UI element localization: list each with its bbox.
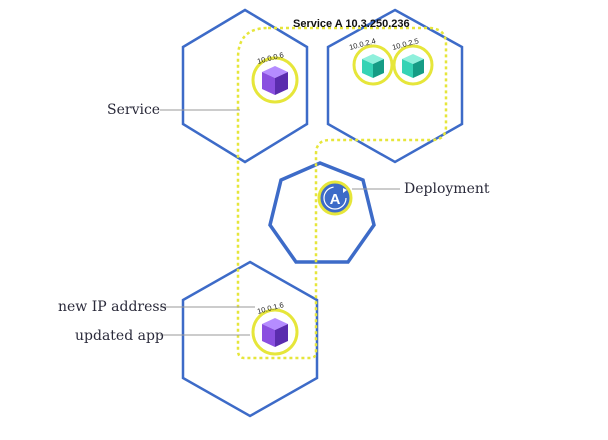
pod-node2-first: 10.0.2.4 bbox=[348, 36, 394, 86]
updated-app-label: updated app bbox=[75, 328, 164, 344]
deployment-label: Deployment bbox=[404, 181, 490, 197]
purple-cube-icon bbox=[262, 318, 288, 347]
node-hexagon-top-left bbox=[181, 8, 309, 164]
pod-node1: 10.0.0.6 bbox=[251, 50, 299, 104]
deployment-heptagon bbox=[268, 161, 376, 264]
new-ip-label: new IP address bbox=[58, 299, 167, 315]
purple-cube-icon bbox=[262, 66, 288, 95]
pod-node3: 10.0.1.6 bbox=[251, 300, 299, 356]
pod-node2-second: 10.0.2.5 bbox=[391, 36, 434, 86]
teal-cube-icon bbox=[362, 54, 384, 78]
deployment-icon-letter: A bbox=[330, 191, 341, 208]
deployment-icon: A bbox=[317, 180, 353, 216]
service-label: Service bbox=[107, 102, 160, 118]
teal-cube-icon bbox=[402, 54, 424, 78]
node-hexagon-bottom bbox=[181, 260, 319, 418]
service-boundary bbox=[236, 26, 448, 360]
service-title: Service A 10.3.250.236 bbox=[293, 18, 410, 30]
node-hexagon-top-right bbox=[326, 8, 464, 164]
